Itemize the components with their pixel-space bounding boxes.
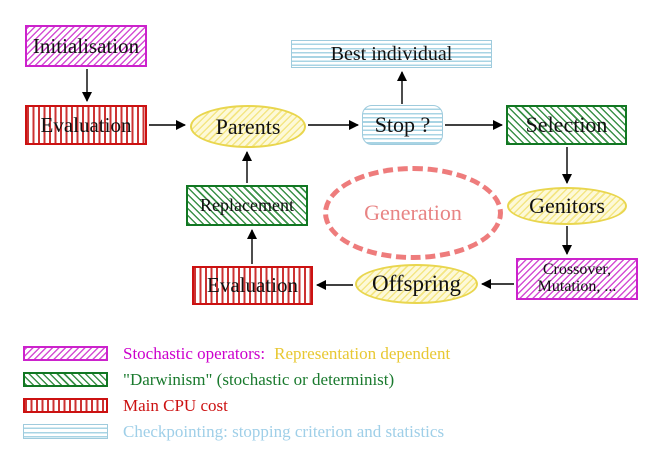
node-evaluation-top: Evaluation	[25, 105, 147, 145]
node-replacement: Replacement	[186, 185, 308, 226]
generation-loop-ellipse: Generation	[323, 166, 503, 260]
node-genitors: Genitors	[507, 187, 627, 225]
legend-label-checkpointing: Checkpointing: stopping criterion and st…	[123, 421, 445, 441]
node-evaluation-top-label: Evaluation	[40, 112, 132, 137]
node-parents: Parents	[190, 105, 306, 148]
node-parents-label: Parents	[215, 113, 281, 139]
node-best-individual: Best individual	[291, 40, 492, 68]
node-genitors-label: Genitors	[529, 193, 605, 219]
legend-label-darwinism: "Darwinism" (stochastic or determinist)	[123, 369, 395, 389]
node-selection: Selection	[506, 105, 627, 145]
legend-row-checkpointing: Checkpointing: stopping criterion and st…	[23, 421, 445, 441]
legend-swatch-red-stripes	[23, 398, 108, 413]
node-crossover-mutation: Crossover, Mutation, ...	[516, 258, 638, 300]
node-replacement-label: Replacement	[200, 195, 294, 216]
node-stop: Stop ?	[362, 105, 443, 145]
legend-label-stochastic-operators: Stochastic operators:	[123, 343, 266, 363]
node-evaluation-bottom-label: Evaluation	[207, 273, 298, 298]
node-offspring-label: Offspring	[371, 270, 461, 296]
node-initialisation: Initialisation	[25, 25, 147, 67]
node-initialisation-label: Initialisation	[32, 33, 140, 58]
legend-label-representation-dependent: Representation dependent	[274, 343, 451, 363]
legend-row-main-cpu-cost: Main CPU cost	[23, 395, 228, 415]
legend-swatch-cyan-stripes	[23, 424, 108, 439]
crossover-line1: Crossover,	[542, 261, 612, 279]
legend-row-stochastic-operators: Stochastic operators: Representation dep…	[23, 343, 451, 363]
legend-row-darwinism: "Darwinism" (stochastic or determinist)	[23, 369, 395, 389]
node-offspring: Offspring	[355, 264, 478, 304]
node-stop-label: Stop ?	[374, 112, 431, 138]
node-selection-label: Selection	[525, 112, 608, 138]
node-evaluation-bottom: Evaluation	[192, 266, 313, 305]
node-best-individual-label: Best individual	[330, 42, 453, 65]
legend-label-main-cpu-cost: Main CPU cost	[123, 395, 228, 415]
legend-swatch-green-hatch	[23, 372, 108, 387]
node-crossover-mutation-label: Crossover, Mutation, ...	[537, 261, 617, 296]
generation-label: Generation	[364, 200, 462, 226]
crossover-line2: Mutation, ...	[537, 278, 617, 295]
legend-swatch-magenta-hatch	[23, 346, 108, 361]
